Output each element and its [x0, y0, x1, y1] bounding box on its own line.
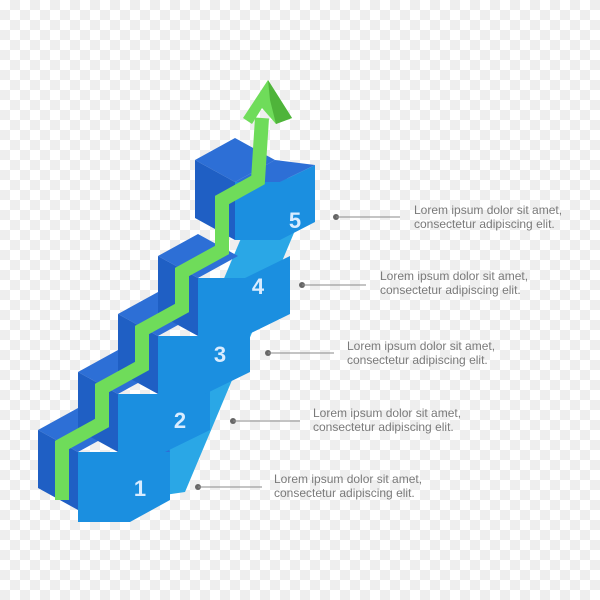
- step-number-5: 5: [289, 208, 301, 233]
- callout-connectors: [195, 214, 400, 490]
- step-number-1: 1: [134, 476, 146, 501]
- callout-1-line-1: Lorem ipsum dolor sit amet,: [274, 472, 423, 486]
- callout-3-line-1: Lorem ipsum dolor sit amet,: [347, 339, 496, 353]
- step-1-front: [78, 430, 170, 522]
- step-number-3: 3: [214, 342, 226, 367]
- callout-2-line-1: Lorem ipsum dolor sit amet,: [313, 406, 462, 420]
- step-4-front: [198, 256, 290, 336]
- callout-text-4: Lorem ipsum dolor sit amet, consectetur …: [380, 269, 570, 297]
- callout-text-3: Lorem ipsum dolor sit amet, consectetur …: [347, 339, 537, 367]
- growth-arrow: [55, 80, 292, 500]
- callout-5-line-2: consectetur adipiscing elit.: [414, 217, 555, 231]
- step-number-2: 2: [174, 408, 186, 433]
- callout-text-1: Lorem ipsum dolor sit amet, consectetur …: [274, 472, 464, 500]
- step-number-4: 4: [252, 274, 265, 299]
- growth-arrow-shaft: [55, 117, 269, 500]
- callout-1-line-2: consectetur adipiscing elit.: [274, 486, 415, 500]
- callout-3-line-2: consectetur adipiscing elit.: [347, 353, 488, 367]
- callout-2-line-2: consectetur adipiscing elit.: [313, 420, 454, 434]
- callout-text-5: Lorem ipsum dolor sit amet, consectetur …: [414, 203, 600, 231]
- arrow-head-shade: [268, 80, 292, 124]
- callout-4-line-2: consectetur adipiscing elit.: [380, 283, 521, 297]
- callout-text-2: Lorem ipsum dolor sit amet, consectetur …: [313, 406, 503, 434]
- callout-5-line-1: Lorem ipsum dolor sit amet,: [414, 203, 563, 217]
- callout-4-line-1: Lorem ipsum dolor sit amet,: [380, 269, 529, 283]
